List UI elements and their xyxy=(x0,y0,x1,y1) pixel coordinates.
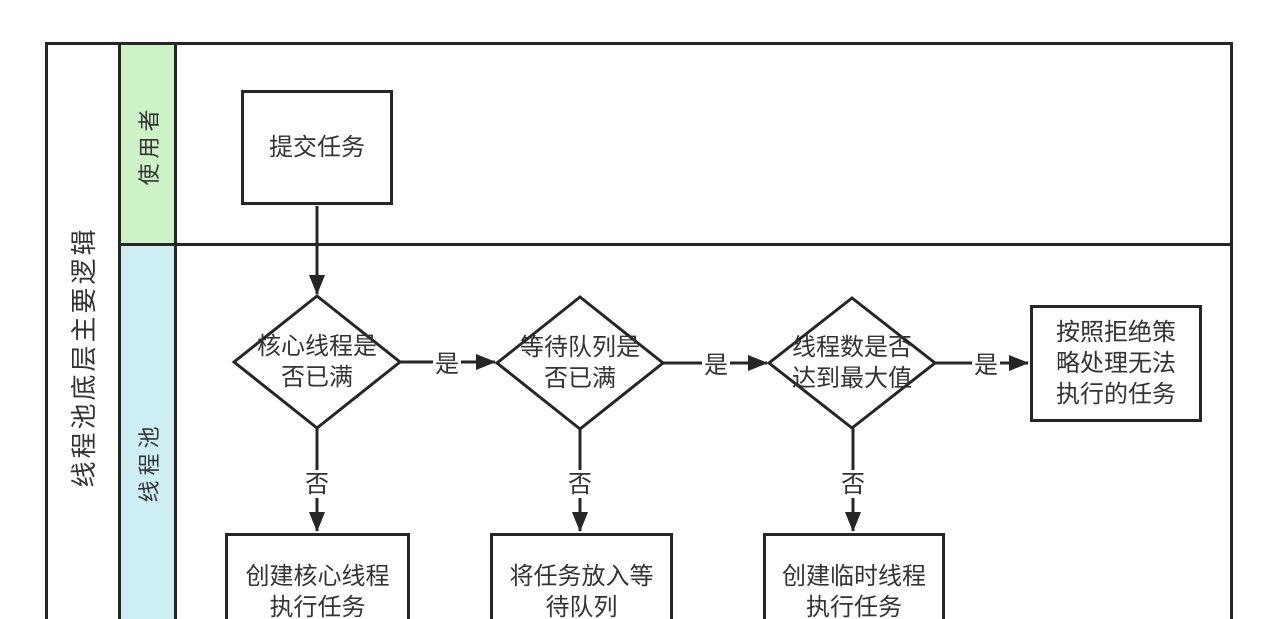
node-reject-policy: 按照拒绝策 略处理无法 执行的任务 xyxy=(1030,305,1202,422)
node-create-temp-line1: 创建临时线程 xyxy=(782,561,926,590)
node-create-core-line2: 执行任务 xyxy=(269,592,366,619)
diamond-max-threads-label: 线程数是否 达到最大值 xyxy=(772,332,932,394)
node-reject-line3: 执行的任务 xyxy=(1056,380,1176,408)
lane-pool-fill xyxy=(121,246,174,619)
edge-label-no-1: 否 xyxy=(303,470,331,498)
edge-label-yes-2: 是 xyxy=(702,351,730,379)
lane-label-column-divider xyxy=(174,42,177,619)
node-create-temp-thread: 创建临时线程 执行任务 xyxy=(763,533,945,619)
node-enqueue-task: 将任务放入等 待队列 xyxy=(490,533,673,619)
node-submit-task-label: 提交任务 xyxy=(269,133,365,161)
node-enqueue-line1: 将任务放入等 xyxy=(509,561,654,590)
node-create-temp-line2: 执行任务 xyxy=(806,592,902,619)
lane-divider xyxy=(118,243,1233,246)
edge-label-no-3: 否 xyxy=(839,470,867,498)
node-enqueue-line2: 待队列 xyxy=(545,592,618,619)
diamond-core-full-line1: 核心线程是 xyxy=(257,332,377,360)
diamond-queue-full-line1: 等待队列是 xyxy=(520,333,640,361)
edge-label-yes-3: 是 xyxy=(972,351,1000,379)
node-create-core-thread: 创建核心线程 执行任务 xyxy=(225,533,410,619)
diamond-core-full-label: 核心线程是 否已满 xyxy=(237,331,397,393)
node-reject-line2: 略处理无法 xyxy=(1056,349,1176,377)
diamond-queue-full-line2: 否已满 xyxy=(544,364,616,392)
edge-label-no-2: 否 xyxy=(566,470,594,498)
edge-label-yes-1: 是 xyxy=(433,350,461,378)
pool-frame xyxy=(45,42,1233,619)
diamond-max-threads-line2: 达到最大值 xyxy=(792,364,912,392)
diamond-max-threads-line1: 线程数是否 xyxy=(792,333,912,361)
diamond-core-full-line2: 否已满 xyxy=(281,363,353,391)
diamond-queue-full-label: 等待队列是 否已满 xyxy=(500,332,660,394)
node-submit-task: 提交任务 xyxy=(241,90,393,205)
lane-user-fill xyxy=(121,45,174,243)
node-reject-line1: 按照拒绝策 xyxy=(1056,318,1176,346)
title-column-divider xyxy=(118,42,121,619)
node-create-core-line1: 创建核心线程 xyxy=(245,561,390,590)
